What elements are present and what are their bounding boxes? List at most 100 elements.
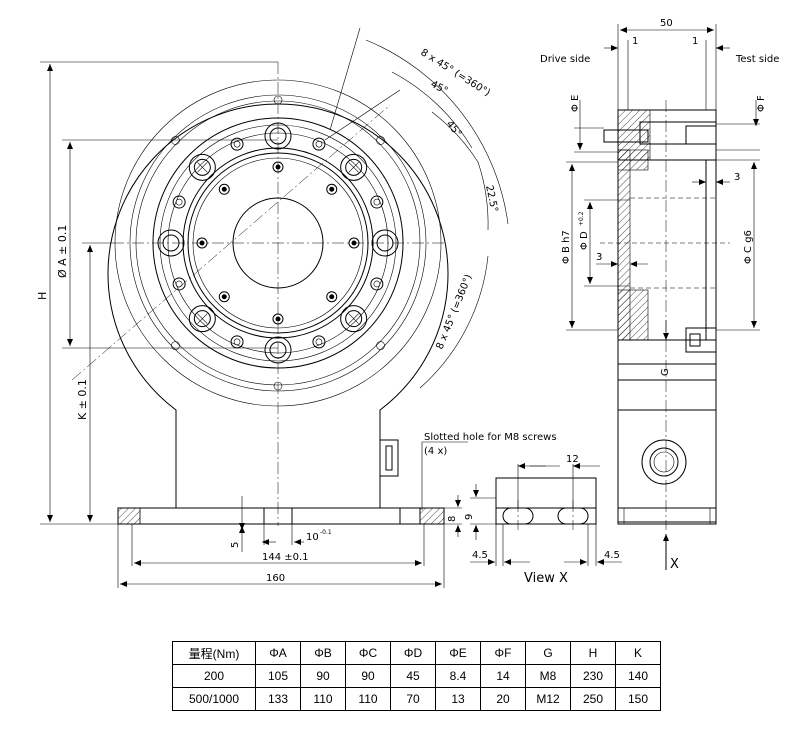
dim-3-left: 3: [596, 252, 602, 263]
mounting-hole: [188, 153, 216, 181]
side-dimension-texts: 50 1 1 Drive side Test side Φ E Φ F 3 Φ …: [540, 18, 779, 572]
screw-hole: [376, 136, 385, 145]
dim-12: 12: [566, 454, 579, 465]
screw-hole: [326, 291, 338, 303]
screw-hole: [370, 195, 384, 209]
screw-hole: [272, 313, 284, 325]
angle-45-b: 45°: [444, 119, 464, 140]
table-cell: 90: [300, 664, 346, 688]
table-cell: 20: [480, 687, 526, 711]
dim-phi-d: Φ D: [579, 231, 590, 250]
mounting-hole: [371, 229, 399, 257]
table-cell: 14: [480, 664, 526, 688]
table-cell: 150: [615, 687, 661, 711]
dim-10-tol: -0.1: [320, 529, 332, 536]
mounting-hole: [264, 336, 292, 364]
x-arrow-label: X: [670, 557, 679, 572]
table-cell: 13: [435, 687, 481, 711]
front-dimension-texts: H Ø A ± 0.1 K ± 0.1 5 10 -0.1 144 ±0.1 1…: [36, 47, 557, 584]
dim-phi-c: Φ C g6: [743, 230, 754, 264]
dim-phi-d-tol: +0.2: [578, 211, 585, 226]
dim-phi-b: Φ B h7: [561, 230, 572, 264]
table-header-row: 量程(Nm) ΦA ΦB ΦC ΦD ΦE ΦF G H K: [172, 641, 661, 665]
slotted-hole-qty: (4 x): [424, 446, 447, 457]
table-cell: M8: [525, 664, 571, 688]
side-dimensions: [566, 24, 760, 570]
screw-hole: [196, 237, 208, 249]
mounting-hole: [157, 229, 185, 257]
screw-hole: [312, 335, 326, 349]
table-header-cell: G: [525, 641, 571, 665]
dim-8: 8: [447, 516, 458, 522]
table-header-cell: ΦF: [480, 641, 526, 665]
screw-hole: [273, 95, 283, 105]
dim-phi-f: Φ F: [756, 95, 767, 112]
table-cell: 90: [345, 664, 391, 688]
dim-h: H: [36, 292, 49, 300]
dim-k: K ± 0.1: [76, 379, 89, 420]
mounting-hole: [340, 305, 368, 333]
table-cell: 230: [570, 664, 616, 688]
view-x-texts: 12 9 4.5 4.5 View X: [464, 454, 620, 586]
table-cell: 8.4: [435, 664, 481, 688]
table-header-cell: K: [615, 641, 661, 665]
table-row: 200 105 90 90 45 8.4 14 M8 230 140: [172, 664, 661, 688]
screw-hole: [218, 291, 230, 303]
table-cell: 110: [300, 687, 346, 711]
dim-9: 9: [464, 514, 475, 520]
screw-hole: [348, 237, 360, 249]
table-row: 500/1000 133 110 110 70 13 20 M12 250 15…: [172, 687, 661, 711]
screw-hole: [326, 183, 338, 195]
screw-hole: [171, 341, 180, 350]
dim-160: 160: [266, 573, 285, 584]
table-cell: 250: [570, 687, 616, 711]
screw-hole: [172, 195, 186, 209]
table-cell: 140: [615, 664, 661, 688]
screw-hole: [230, 335, 244, 349]
table-cell: 110: [345, 687, 391, 711]
table-header-cell: 量程(Nm): [172, 641, 256, 665]
angle-22-5: 22.5°: [483, 184, 499, 213]
table-cell: 45: [390, 664, 436, 688]
test-side-label: Test side: [735, 54, 779, 65]
screw-hole: [272, 161, 284, 173]
view-x-label: View X: [524, 571, 568, 586]
table-header-cell: ΦB: [300, 641, 346, 665]
table-header-cell: ΦE: [435, 641, 481, 665]
dim-1-left: 1: [632, 36, 638, 47]
mounting-holes: [157, 122, 399, 364]
screw-hole: [370, 277, 384, 291]
dim-1-right: 1: [692, 36, 698, 47]
dim-4-5-right: 4.5: [604, 550, 620, 561]
view-x: [470, 463, 622, 566]
screw-holes: [171, 95, 385, 391]
dim-g: G: [660, 368, 671, 376]
dim-phi-e: Φ E: [570, 95, 581, 112]
dim-50: 50: [660, 18, 673, 29]
dim-10: 10: [306, 532, 319, 543]
drive-side-label: Drive side: [540, 54, 590, 65]
table-cell: 105: [255, 664, 301, 688]
table-cell: 70: [390, 687, 436, 711]
screw-hole: [218, 183, 230, 195]
dim-a: Ø A ± 0.1: [56, 225, 69, 278]
screw-hole: [273, 381, 283, 391]
table-header-cell: ΦC: [345, 641, 391, 665]
spec-table: 量程(Nm) ΦA ΦB ΦC ΦD ΦE ΦF G H K 200 105 9…: [172, 641, 661, 711]
table-cell: 133: [255, 687, 301, 711]
screw-hole: [172, 277, 186, 291]
screw-hole: [376, 341, 385, 350]
angle-8x45-top: 8 x 45° (=360°): [418, 47, 492, 99]
dim-5: 5: [230, 542, 241, 548]
side-view: [600, 100, 730, 530]
table-header-cell: ΦA: [255, 641, 301, 665]
mounting-hole: [340, 153, 368, 181]
table-header-cell: ΦD: [390, 641, 436, 665]
angle-45-a: 45°: [429, 79, 450, 97]
dim-4-5-left: 4.5: [472, 550, 488, 561]
table-cell: M12: [525, 687, 571, 711]
mounting-hole: [264, 122, 292, 150]
slotted-hole-label: Slotted hole for M8 screws: [424, 432, 557, 443]
table-cell: 500/1000: [172, 687, 256, 711]
